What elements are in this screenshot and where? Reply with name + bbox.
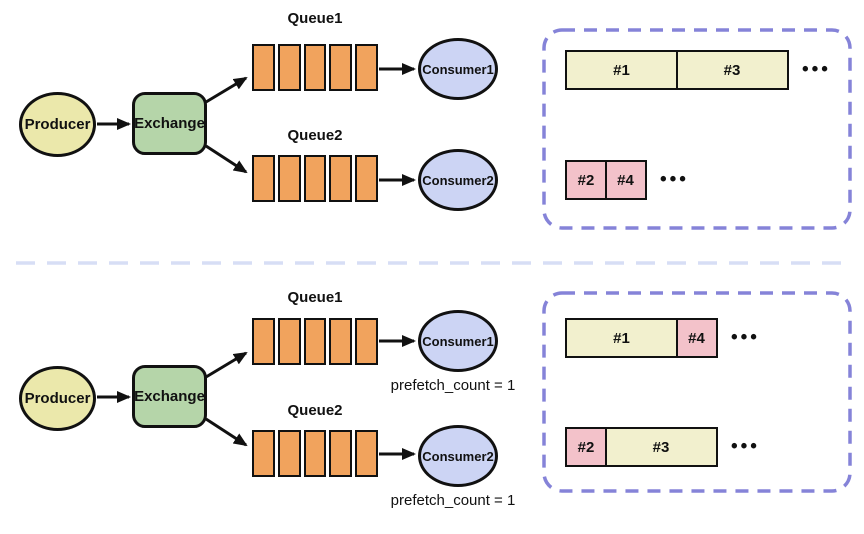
consumer1-node-top: Consumer1 <box>418 38 498 100</box>
consumer2-node-top: Consumer2 <box>418 149 498 211</box>
message-label: #3 <box>723 61 741 79</box>
exchange-label: Exchange <box>134 388 205 405</box>
exchange-node-top: Exchange <box>132 92 207 155</box>
message-row-consumer2-bottom: #2 #3 ••• <box>565 427 760 467</box>
message-box: #3 <box>675 50 789 90</box>
message-box: #1 <box>565 318 678 358</box>
producer-node-top: Producer <box>19 92 96 157</box>
bottom-message-panel-border <box>542 291 852 493</box>
queue2-label-bottom: Queue2 <box>287 402 343 419</box>
queue-cell <box>252 155 275 202</box>
arrow-exchange-queue1-bottom <box>205 351 248 379</box>
message-label: #1 <box>613 61 630 79</box>
queue1-bottom <box>252 318 378 365</box>
prefetch-count-label-consumer1: prefetch_count = 1 <box>390 377 516 394</box>
queue2-bottom <box>252 430 378 477</box>
message-label: #4 <box>688 329 705 347</box>
queue1-label-bottom: Queue1 <box>287 289 343 306</box>
message-box: #3 <box>604 427 718 467</box>
queue-cell <box>277 430 301 477</box>
message-box: #4 <box>675 318 718 358</box>
consumer1-label: Consumer1 <box>422 61 494 77</box>
queue-cell <box>303 430 327 477</box>
message-row-consumer2-top: #2 #4 ••• <box>565 160 689 200</box>
queue1-top <box>252 44 378 91</box>
queue-cell <box>252 318 275 365</box>
message-row-consumer1-bottom: #1 #4 ••• <box>565 318 760 358</box>
queue-cell <box>303 318 327 365</box>
queue2-label-top: Queue2 <box>287 127 343 144</box>
message-row-consumer1-top: #1 #3 ••• <box>565 50 831 90</box>
queue-cell <box>329 44 353 91</box>
prefetch-count-label-consumer2: prefetch_count = 1 <box>390 492 516 509</box>
producer-label: Producer <box>24 390 91 407</box>
arrow-exchange-queue1-top <box>205 76 248 104</box>
queue-cell <box>303 155 327 202</box>
queue-cell <box>329 155 353 202</box>
queue-cell <box>355 430 378 477</box>
top-message-panel-border <box>542 28 852 230</box>
message-label: #3 <box>652 438 670 456</box>
consumer1-node-bottom: Consumer1 <box>418 310 498 372</box>
queue-cell <box>329 318 353 365</box>
consumer2-label: Consumer2 <box>422 448 494 464</box>
ellipsis: ••• <box>731 436 760 457</box>
queue-cell <box>252 430 275 477</box>
queue2-top <box>252 155 378 202</box>
message-label: #2 <box>577 171 595 189</box>
queue-cell <box>252 44 275 91</box>
consumer2-label: Consumer2 <box>422 172 494 188</box>
producer-label: Producer <box>24 116 91 133</box>
queue-cell <box>277 155 301 202</box>
exchange-node-bottom: Exchange <box>132 365 207 428</box>
message-label: #1 <box>613 329 630 347</box>
arrow-exchange-queue2-top <box>205 144 248 174</box>
message-box: #2 <box>565 427 607 467</box>
message-box: #1 <box>565 50 678 90</box>
message-label: #2 <box>577 438 595 456</box>
queue-cell <box>277 318 301 365</box>
message-box: #2 <box>565 160 607 200</box>
queue-cell <box>355 44 378 91</box>
message-box: #4 <box>604 160 647 200</box>
ellipsis: ••• <box>660 169 689 190</box>
producer-node-bottom: Producer <box>19 366 96 431</box>
queue-cell <box>303 44 327 91</box>
message-label: #4 <box>617 171 634 189</box>
queue-cell <box>355 155 378 202</box>
consumer1-label: Consumer1 <box>422 333 494 349</box>
arrow-exchange-queue2-bottom <box>205 417 248 447</box>
queue-cell <box>329 430 353 477</box>
ellipsis: ••• <box>802 59 831 80</box>
queue-cell <box>277 44 301 91</box>
queue1-label-top: Queue1 <box>287 10 343 27</box>
exchange-label: Exchange <box>134 115 205 132</box>
ellipsis: ••• <box>731 327 760 348</box>
consumer2-node-bottom: Consumer2 <box>418 425 498 487</box>
queue-cell <box>355 318 378 365</box>
